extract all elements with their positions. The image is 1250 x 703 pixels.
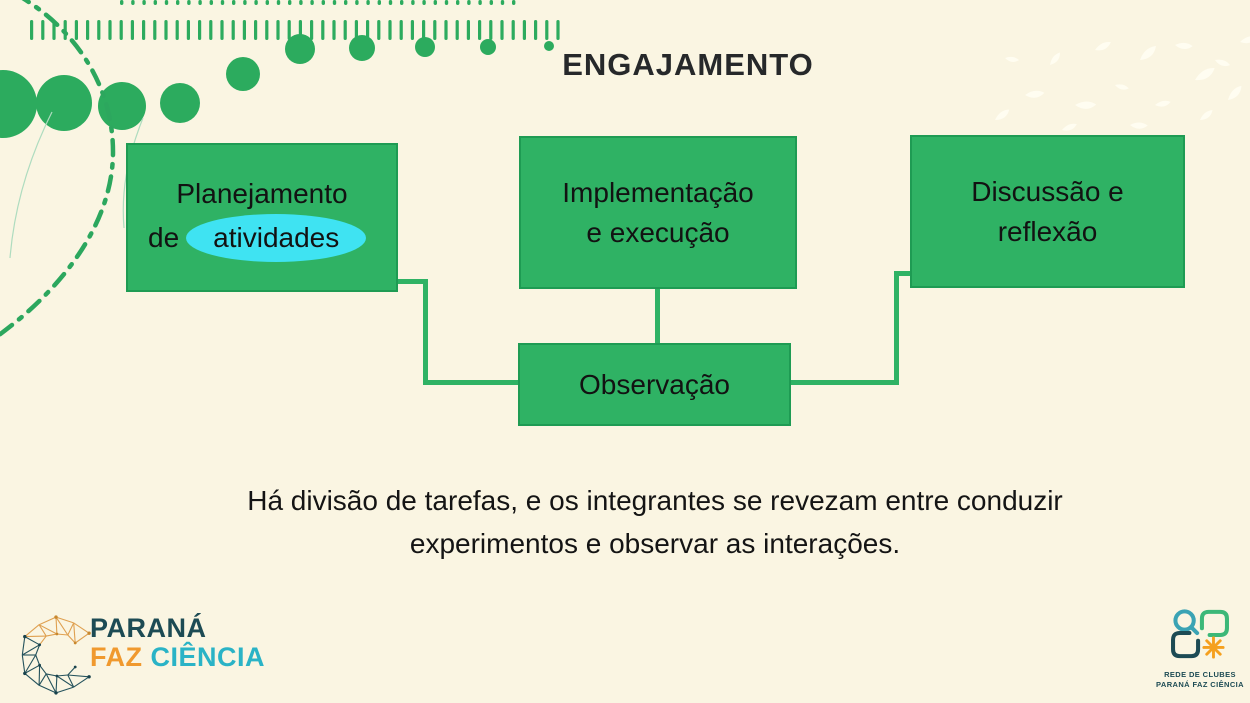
box-text-line: reflexão: [997, 215, 1098, 247]
connector-line: [398, 279, 428, 284]
box-observacao: Observação: [518, 343, 791, 426]
box-text-line: de: [148, 221, 180, 253]
logo-word-parana: PARANÁ: [90, 613, 207, 643]
green-bracket-icon: [1199, 609, 1229, 637]
dashed-arc-decoration: [0, 0, 116, 337]
box-text-line: Planejamento: [176, 177, 348, 209]
right-logo-text-line: REDE DE CLUBES: [1164, 670, 1236, 679]
logo-word-faz: FAZ: [90, 642, 143, 672]
connector-line: [894, 271, 899, 385]
magnifier-icon: [1173, 609, 1200, 636]
asterisk-icon: [1202, 636, 1225, 659]
caption: Há divisão de tarefas, e os integrantes …: [60, 479, 1250, 565]
box-implementacao: Implementação e execução: [519, 136, 797, 289]
box-text-line: e execução: [586, 216, 730, 248]
ruler-ticks-decoration: [30, 0, 560, 40]
network-globe-icon: [21, 615, 91, 695]
rede-de-clubes-logo: REDE DE CLUBES PARANÁ FAZ CIÊNCIA: [1150, 608, 1250, 690]
connector-line: [423, 279, 428, 385]
page-title: ENGAJAMENTO: [562, 47, 814, 82]
right-logo-text-line: PARANÁ FAZ CIÊNCIA: [1156, 680, 1244, 689]
box-discussao: Discussão e reflexão: [910, 135, 1185, 288]
clubs-badge-icon: [1171, 609, 1229, 659]
caption-line: experimentos e observar as interações.: [409, 528, 901, 559]
box-text-line: Discussão e: [971, 175, 1124, 207]
highlight-ellipse: atividades: [186, 213, 367, 262]
box-planejamento: Planejamento de atividades: [126, 143, 398, 292]
connector-line: [655, 289, 660, 343]
connector-line: [423, 380, 518, 385]
connector-line: [894, 271, 910, 276]
box-text-line: Implementação: [562, 176, 754, 208]
parana-faz-ciencia-logo: PARANÁ FAZ CIÊNCIA: [16, 603, 265, 701]
box-text-line: Observação: [579, 368, 730, 400]
connector-line: [791, 380, 899, 385]
caption-line: Há divisão de tarefas, e os integrantes …: [247, 485, 1063, 516]
logo-word-ciencia: CIÊNCIA: [150, 642, 266, 672]
dark-bracket-icon: [1171, 631, 1201, 659]
